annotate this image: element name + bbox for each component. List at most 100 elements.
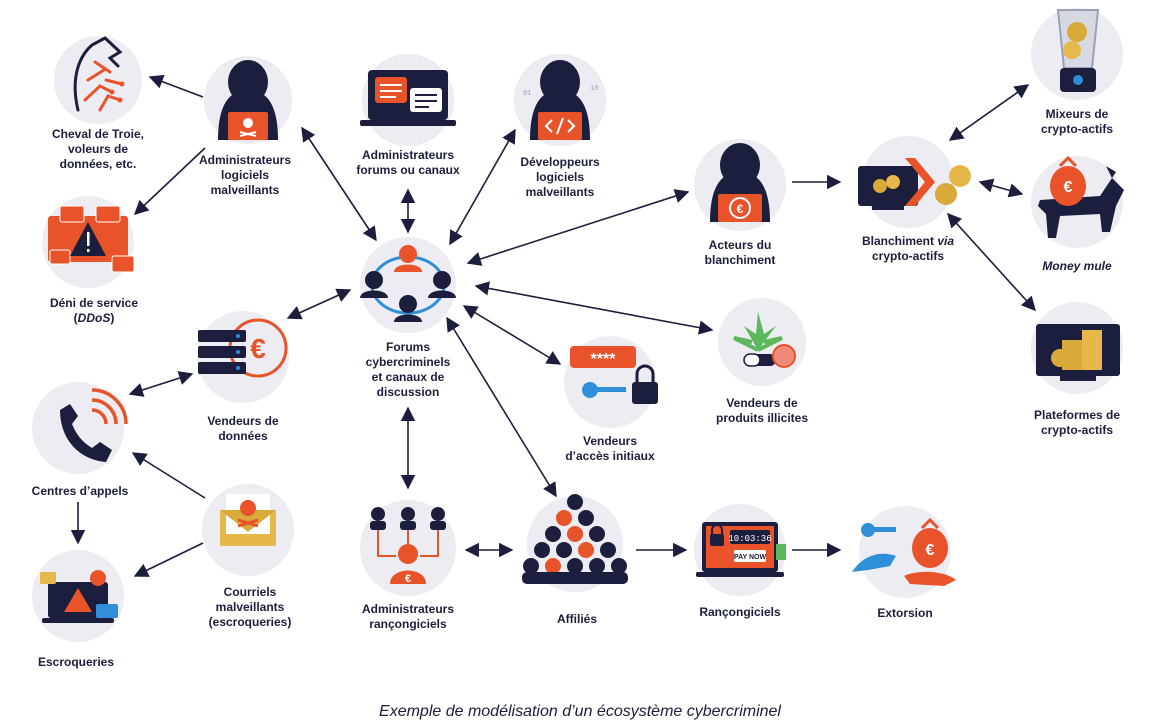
- label-line: d’accès initiaux: [565, 449, 655, 463]
- label-malware-admins: Administrateurs logiciels malveillants: [199, 153, 291, 198]
- label-crypto-laundering: Blanchiment via crypto-actifs: [862, 234, 954, 264]
- hacker-code-laptop-icon: 01 10: [523, 60, 598, 140]
- label-line: blanchiment: [704, 253, 776, 267]
- password-key-lock-icon: ****: [570, 346, 658, 404]
- blender-coins-icon: [1056, 9, 1100, 92]
- svg-text:€: €: [250, 333, 266, 364]
- arrow-forums-affiliates: [446, 316, 557, 498]
- circle-trojan: [54, 36, 142, 124]
- label-line: Forums: [385, 340, 430, 354]
- arrow-crypto-mule: [978, 178, 1024, 198]
- network-people-icon: [360, 245, 456, 322]
- label-line: (escroqueries): [208, 615, 292, 629]
- label-trojan: Cheval de Troie, voleurs de données, etc…: [52, 127, 144, 172]
- label-line: Vendeurs de: [207, 414, 279, 428]
- label-line: crypto-actifs: [1040, 122, 1114, 136]
- label-line: Blanchiment via: [862, 234, 954, 249]
- label-line: logiciels: [535, 170, 585, 184]
- label-mixers: Mixeurs de crypto-actifs: [1041, 107, 1113, 137]
- ransom-timer: 10:03:36: [728, 534, 771, 544]
- svg-text:****: ****: [591, 351, 617, 368]
- label-line: Extorsion: [877, 606, 933, 620]
- arrow-emails-to-scams: [133, 542, 204, 577]
- label-line: malveillants: [215, 600, 285, 614]
- skull-envelope-icon: [220, 494, 276, 546]
- label-ddos: Déni de service (DDoS): [50, 296, 138, 326]
- label-forum-admins: Administrateurs forums ou canaux: [356, 148, 459, 178]
- phone-call-icon: [60, 388, 128, 462]
- arrow-forums-illicit-sellers: [474, 281, 714, 335]
- crypto-transfer-icon: [858, 158, 971, 210]
- label-line: Vendeurs: [582, 434, 638, 448]
- label-scams: Escroqueries: [38, 655, 114, 670]
- label-ransomware: Rançongiciels: [699, 605, 780, 620]
- label-line: Cheval de Troie,: [51, 127, 145, 141]
- server-euro-icon: €: [198, 318, 288, 378]
- label-prefix: Blanchiment: [861, 234, 938, 248]
- ddos-warning-icon: [48, 205, 135, 273]
- label-line: Centres d’appels: [31, 484, 129, 498]
- arrow-forums-access-sellers: [462, 305, 562, 365]
- label-illicit-sellers: Vendeurs de produits illicites: [716, 396, 808, 426]
- label-line: discussion: [376, 385, 440, 399]
- label-emails: Courriels malveillants (escroqueries): [209, 585, 292, 630]
- svg-text:10: 10: [590, 85, 598, 93]
- svg-text:€: €: [405, 573, 411, 585]
- label-line: malveillants: [525, 185, 595, 199]
- label-call-centers: Centres d’appels: [32, 484, 129, 499]
- ransom-pay-button: PAY NOW: [734, 554, 767, 561]
- ransomware-admins-tree-icon: €: [370, 507, 446, 585]
- label-paren: ): [110, 311, 115, 325]
- label-line: Courriels: [223, 585, 277, 599]
- label-line: données, etc.: [59, 157, 137, 171]
- label-data-sellers: Vendeurs de données: [207, 414, 278, 444]
- label-extortion: Extorsion: [877, 606, 932, 621]
- scam-laptop-icon: [40, 570, 118, 623]
- label-line: Vendeurs de: [726, 396, 798, 410]
- label-affiliates: Affiliés: [557, 612, 597, 627]
- svg-text:01: 01: [523, 90, 531, 98]
- label-forums: Forums cybercriminels et canaux de discu…: [366, 340, 451, 400]
- arrow-devs-forums: [449, 128, 516, 246]
- label-line: données: [218, 429, 268, 443]
- svg-text:€: €: [1064, 179, 1073, 196]
- label-malware-devs: Développeurs logiciels malveillants: [520, 155, 599, 200]
- label-line: Administrateurs: [198, 153, 292, 167]
- arrow-forums-laundering: [466, 189, 690, 266]
- label-line: Affiliés: [556, 612, 598, 626]
- arrow-malware-admins-forums: [301, 126, 377, 242]
- label-line: Mixeurs de: [1045, 107, 1109, 121]
- label-ransom-admins: Administrateurs rançongiciels: [362, 602, 454, 632]
- label-line: Acteurs du: [708, 238, 772, 252]
- label-line: Rançongiciels: [699, 605, 781, 619]
- label-access-sellers: Vendeurs d’accès initiaux: [565, 434, 654, 464]
- arrow-crypto-platforms: [947, 212, 1036, 312]
- label-line: Déni de service: [49, 296, 139, 310]
- label-line: crypto-actifs: [1040, 423, 1114, 437]
- ransomware-screen-icon: 10:03:36 PAY NOW: [696, 522, 786, 577]
- arrow-crypto-mixers: [948, 84, 1030, 141]
- label-line: logiciels: [220, 168, 270, 182]
- circle-forums: [360, 237, 456, 333]
- label-line: produits illicites: [715, 411, 809, 425]
- figure-caption: Exemple de modélisation d’un écosystème …: [379, 703, 781, 720]
- hacker-skull-laptop-icon: [218, 60, 278, 140]
- label-line: malveillants: [210, 183, 280, 197]
- label-paren: (: [73, 311, 78, 325]
- arrows: [70, 74, 1036, 577]
- label-line: Administrateurs: [361, 602, 455, 616]
- affiliates-pyramid-icon: [522, 494, 628, 584]
- label-line: Escroqueries: [37, 655, 115, 669]
- label-line: crypto-actifs: [871, 249, 945, 263]
- label-line: Administrateurs: [361, 148, 455, 162]
- label-line: cybercriminels: [365, 355, 451, 369]
- donkey-money-bag-icon: €: [1038, 155, 1124, 238]
- arrow-malware-admins-to-trojan: [148, 74, 204, 98]
- svg-text:€: €: [926, 542, 935, 559]
- label-italic: Money mule: [1042, 259, 1112, 273]
- label-line: et canaux de: [371, 370, 445, 384]
- arrow-emails-to-call-centers: [131, 452, 206, 499]
- label-money-mule: Money mule: [1042, 259, 1111, 274]
- label-laundering: Acteurs du blanchiment: [705, 238, 776, 268]
- cannabis-pill-icon: [733, 312, 796, 368]
